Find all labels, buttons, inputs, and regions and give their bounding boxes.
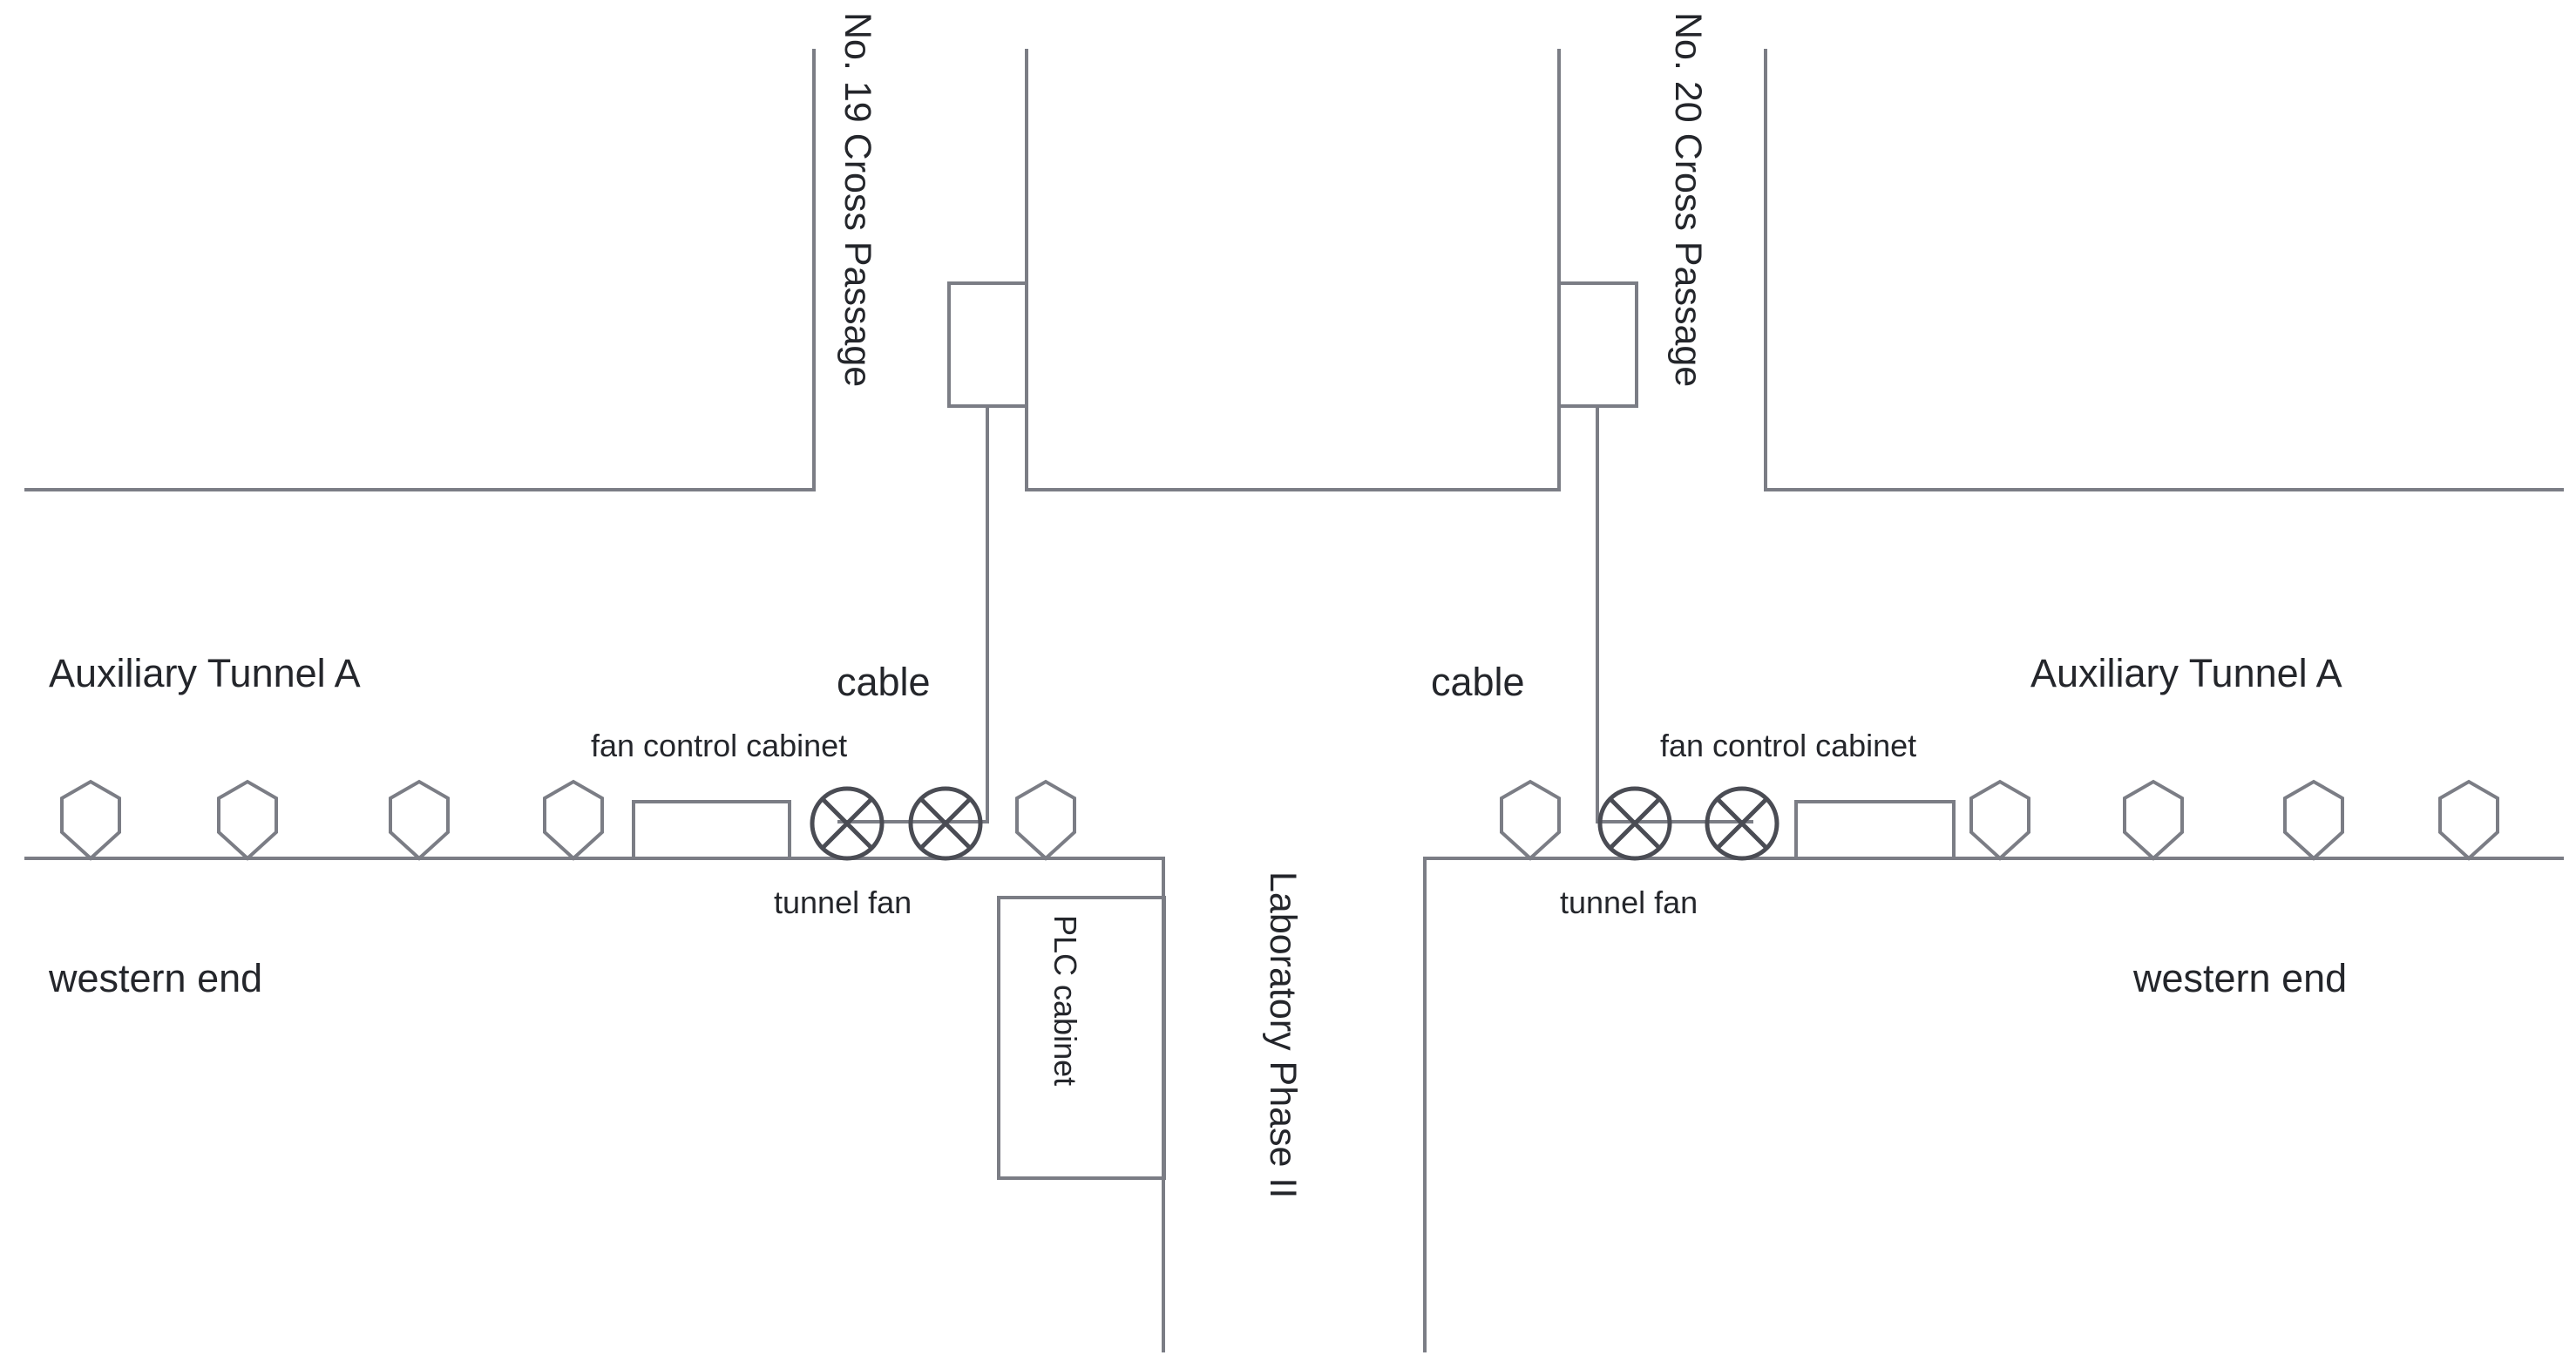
label-auxiliary-tunnel-left: Auxiliary Tunnel A bbox=[49, 651, 361, 695]
hexagon-left-5 bbox=[1015, 779, 1076, 861]
hexagon-left-2 bbox=[217, 779, 278, 861]
hexagon-right-3 bbox=[2123, 779, 2184, 861]
label-fan-control-cabinet-left: fan control cabinet bbox=[591, 728, 848, 763]
label-western-end-right: western end bbox=[2133, 956, 2348, 1000]
hexagon-left-3 bbox=[389, 779, 450, 861]
label-cable-right: cable bbox=[1431, 660, 1525, 704]
junction-box-left bbox=[947, 281, 1028, 408]
label-cross-passage-19: No. 19 Cross Passage bbox=[837, 12, 878, 388]
label-laboratory-phase: Laboratory Phase II bbox=[1262, 871, 1304, 1199]
cable-route-right bbox=[1596, 404, 1753, 823]
hexagon-right-1 bbox=[1500, 779, 1561, 861]
label-cable-left: cable bbox=[837, 660, 931, 704]
label-plc-cabinet: PLC cabinet bbox=[1047, 915, 1083, 1087]
fan-control-cabinet-right bbox=[1794, 800, 1956, 860]
plc-cabinet-box bbox=[997, 896, 1166, 1180]
label-fan-control-cabinet-right: fan control cabinet bbox=[1660, 728, 1917, 763]
hexagon-left-4 bbox=[543, 779, 604, 861]
tunnel-fan-left-1 bbox=[810, 786, 885, 861]
junction-box-right bbox=[1557, 281, 1638, 408]
tunnel-fan-right-2 bbox=[1705, 786, 1779, 861]
fan-control-cabinet-left bbox=[632, 800, 791, 860]
tunnel-fan-left-2 bbox=[908, 786, 983, 861]
label-tunnel-fan-right: tunnel fan bbox=[1560, 884, 1698, 920]
label-tunnel-fan-left: tunnel fan bbox=[774, 884, 912, 920]
hexagon-right-5 bbox=[2438, 779, 2499, 861]
label-cross-passage-20: No. 20 Cross Passage bbox=[1667, 12, 1709, 388]
label-auxiliary-tunnel-right: Auxiliary Tunnel A bbox=[2030, 651, 2342, 695]
hexagon-left-1 bbox=[60, 779, 121, 861]
hexagon-right-4 bbox=[2283, 779, 2344, 861]
cable-route-left bbox=[837, 404, 989, 823]
tunnel-fan-right-1 bbox=[1597, 786, 1672, 861]
hexagon-right-2 bbox=[1969, 779, 2030, 861]
label-western-end-left: western end bbox=[49, 956, 263, 1000]
